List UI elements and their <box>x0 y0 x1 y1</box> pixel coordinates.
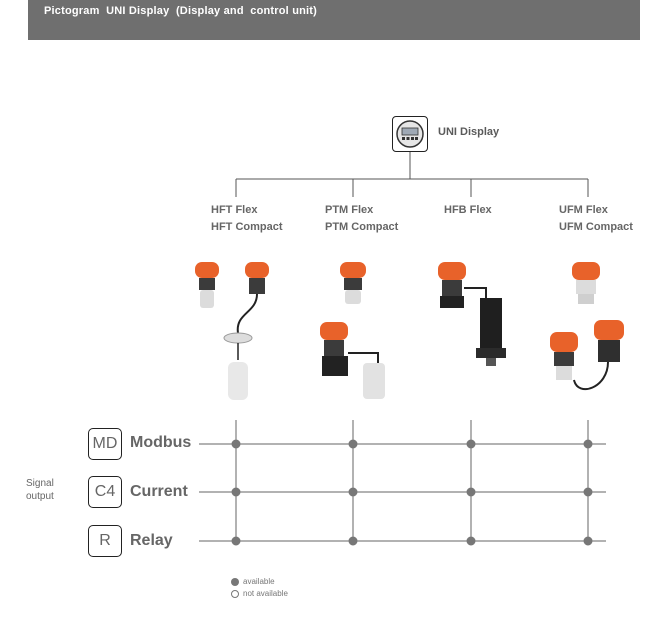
signal-name-current: Current <box>130 483 188 500</box>
product-image-hfb <box>438 262 506 366</box>
available-dot <box>583 487 593 497</box>
legend-not-available-label: not available <box>243 589 288 598</box>
availability-dots <box>231 439 593 546</box>
available-dot <box>231 439 241 449</box>
available-dot <box>466 439 476 449</box>
product-image-ptm <box>320 262 385 399</box>
signal-name-relay: Relay <box>130 532 173 549</box>
product-name: HFT Compact <box>211 221 283 233</box>
product-name: PTM Compact <box>325 221 399 233</box>
signal-output-label: Signal output <box>26 477 54 503</box>
product-label-ptm: PTM Flex PTM Compact <box>325 202 398 236</box>
header-banner: Pictogram UNI Display (Display and contr… <box>28 0 640 40</box>
legend-not-available: not available <box>231 589 288 598</box>
available-dot <box>466 536 476 546</box>
available-dot <box>231 487 241 497</box>
available-dot <box>348 536 358 546</box>
signal-output-line: output <box>26 491 54 502</box>
available-dot <box>583 439 593 449</box>
product-name: UFM Compact <box>559 221 633 233</box>
signal-code-modbus: MD <box>88 428 122 460</box>
signal-code-relay: R <box>88 525 122 557</box>
product-label-hft: HFT Flex HFT Compact <box>211 202 283 236</box>
available-dot <box>583 536 593 546</box>
page-title: Pictogram UNI Display (Display and contr… <box>44 5 318 17</box>
signal-output-line: Signal <box>26 478 54 489</box>
product-name: HFT Flex <box>211 204 258 216</box>
display-unit-icon <box>392 116 428 152</box>
product-name: PTM Flex <box>325 204 374 216</box>
available-dot <box>348 487 358 497</box>
filled-dot-icon <box>231 577 239 586</box>
product-label-ufm: UFM Flex UFM Compact <box>559 202 633 236</box>
available-dot <box>348 439 358 449</box>
signal-name-modbus: Modbus <box>130 434 192 451</box>
empty-dot-icon <box>231 589 239 598</box>
legend-available: available <box>231 577 275 586</box>
display-unit-label: UNI Display <box>438 126 500 138</box>
signal-code-current: C4 <box>88 476 122 508</box>
product-image-ufm <box>550 262 624 391</box>
product-name: UFM Flex <box>559 204 608 216</box>
available-dot <box>231 536 241 546</box>
legend-available-label: available <box>243 577 275 586</box>
product-label-hfb: HFB Flex <box>444 202 492 219</box>
product-name: HFB Flex <box>444 204 492 216</box>
available-dot <box>466 487 476 497</box>
product-image-hft <box>195 262 269 400</box>
